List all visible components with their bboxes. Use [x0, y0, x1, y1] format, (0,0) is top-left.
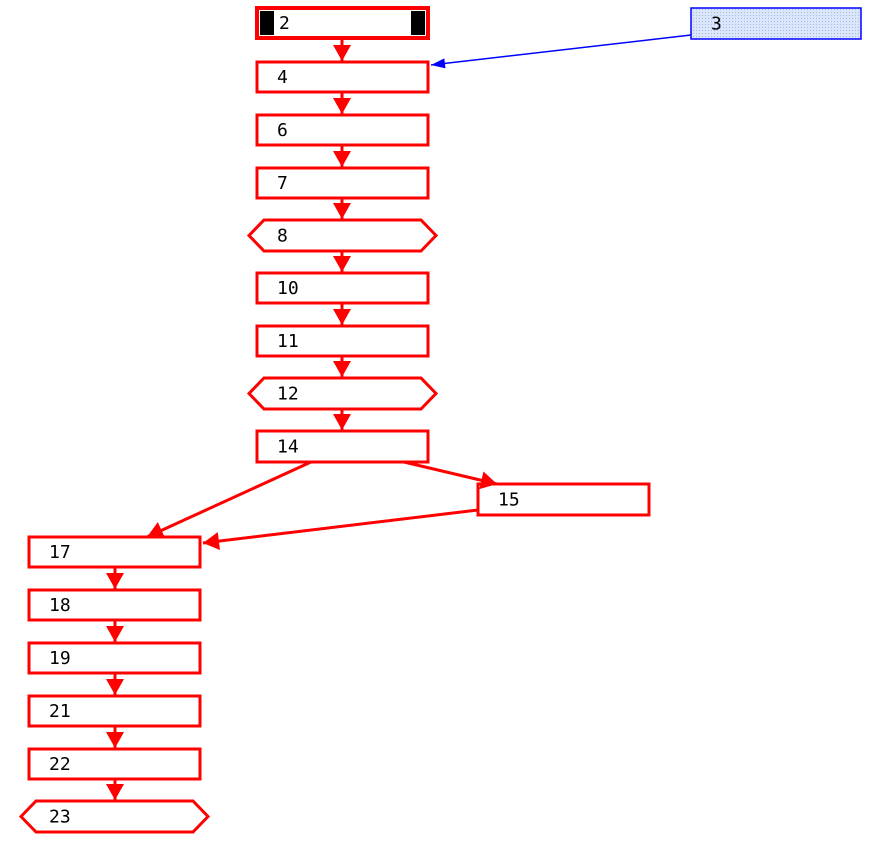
node-22-box: [27, 747, 202, 781]
node-22[interactable]: 22: [27, 747, 202, 781]
node-14-label: 14: [277, 437, 299, 458]
arrowhead-n17-n18: [106, 573, 124, 589]
node-11-label: 11: [277, 331, 299, 352]
arrowhead-n2-n4: [333, 45, 351, 61]
arrowhead-n14-n15: [479, 471, 497, 490]
edge-n3-n4: [430, 34, 692, 66]
edge-n14-n17: [146, 460, 312, 539]
node-19[interactable]: 19: [27, 641, 202, 675]
node-11[interactable]: 11: [255, 324, 430, 358]
node-12-hexagon-shape: [246, 376, 439, 411]
node-21-box: [27, 694, 202, 728]
arrowhead-n7-n8: [333, 203, 351, 219]
arrowhead-n8-n10: [333, 256, 351, 272]
arrowhead-n3-n4: [431, 58, 446, 69]
node-18[interactable]: 18: [27, 588, 202, 622]
node-15-box: [476, 482, 651, 517]
arrowhead-n4-n6: [333, 98, 351, 114]
node-15-label: 15: [498, 490, 520, 511]
node-7-box: [255, 166, 430, 200]
node-23-hexagon-shape: [18, 799, 211, 834]
node-6-label: 6: [277, 120, 288, 141]
node-18-box: [27, 588, 202, 622]
node-3-box: [690, 7, 862, 40]
node-8-hexagon-shape: [246, 218, 439, 253]
node-10[interactable]: 10: [255, 271, 430, 305]
arrowhead-n12-n14: [333, 414, 351, 430]
arrowhead-n22-n23: [106, 784, 124, 800]
node-4-label: 4: [277, 67, 288, 88]
node-2-label: 2: [279, 13, 290, 34]
node-21[interactable]: 21: [27, 694, 202, 728]
node-17-label: 17: [49, 542, 71, 563]
arrowhead-n15-n17: [203, 532, 220, 551]
node-12-label: 12: [277, 384, 299, 405]
node-14-box: [255, 429, 430, 464]
node-17-box: [27, 535, 202, 569]
node-4[interactable]: 4: [255, 60, 430, 94]
node-8[interactable]: 8: [246, 218, 439, 253]
node-2-box: [255, 6, 430, 40]
node-6[interactable]: 6: [255, 113, 430, 147]
node-2[interactable]: 2: [255, 6, 430, 40]
node-10-label: 10: [277, 278, 299, 299]
node-15[interactable]: 15: [476, 482, 651, 517]
node-21-label: 21: [49, 701, 71, 722]
arrowheads-layer: [106, 45, 497, 800]
node-7[interactable]: 7: [255, 166, 430, 200]
node-19-box: [27, 641, 202, 675]
arrowhead-n14-n17: [147, 522, 166, 539]
node-3[interactable]: 3: [690, 7, 862, 40]
start-marker-right: [411, 11, 425, 35]
node-22-label: 22: [49, 754, 71, 775]
arrowhead-n10-n11: [333, 309, 351, 325]
arrowhead-n6-n7: [333, 151, 351, 167]
node-18-label: 18: [49, 595, 71, 616]
node-17[interactable]: 17: [27, 535, 202, 569]
start-marker-left: [260, 11, 274, 35]
arrowhead-n19-n21: [106, 679, 124, 695]
node-3-label: 3: [711, 14, 722, 35]
node-23[interactable]: 23: [18, 799, 211, 834]
edges-layer: [113, 34, 692, 800]
edge-n15-n17: [202, 508, 479, 545]
arrowhead-n11-n12: [333, 361, 351, 377]
node-23-label: 23: [49, 807, 71, 828]
node-19-label: 19: [49, 648, 71, 669]
node-11-box: [255, 324, 430, 358]
node-4-box: [255, 60, 430, 94]
node-8-label: 8: [277, 226, 288, 247]
node-14[interactable]: 14: [255, 429, 430, 464]
node-12[interactable]: 12: [246, 376, 439, 411]
arrowhead-n18-n19: [106, 626, 124, 642]
node-6-box: [255, 113, 430, 147]
node-10-box: [255, 271, 430, 305]
arrowhead-n21-n22: [106, 732, 124, 748]
node-7-label: 7: [277, 173, 288, 194]
